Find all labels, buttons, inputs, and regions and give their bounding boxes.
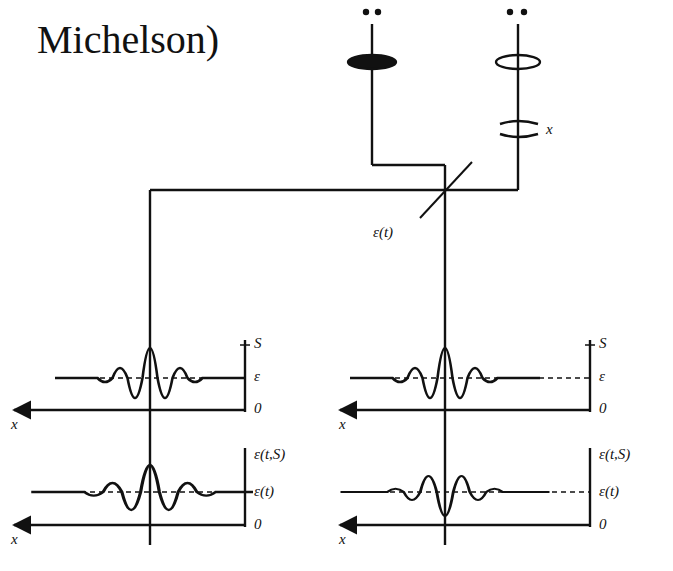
axis-label: x <box>545 121 554 138</box>
axis-label: ε <box>598 368 606 385</box>
axis-label: ε(t) <box>598 483 620 500</box>
axis-label: 0 <box>598 516 608 533</box>
title-text: Michelson) <box>36 18 220 62</box>
axis-label: ε(t) <box>253 483 275 500</box>
axis-label: x <box>338 531 347 548</box>
axis-label: 0 <box>598 400 608 417</box>
axis-label: x <box>10 531 19 548</box>
axis-label: ε(t,S) <box>253 446 286 463</box>
axis-label: ε(t,S) <box>598 446 631 463</box>
axis-label: x <box>10 416 19 433</box>
axis-label: S <box>598 335 608 352</box>
axis-label: ε(t) <box>372 224 394 241</box>
axis-label: S <box>253 335 263 352</box>
axis-label: 0 <box>253 400 263 417</box>
axis-label: 0 <box>253 516 263 533</box>
axis-label: ε <box>253 368 261 385</box>
axis-label: x <box>338 416 347 433</box>
